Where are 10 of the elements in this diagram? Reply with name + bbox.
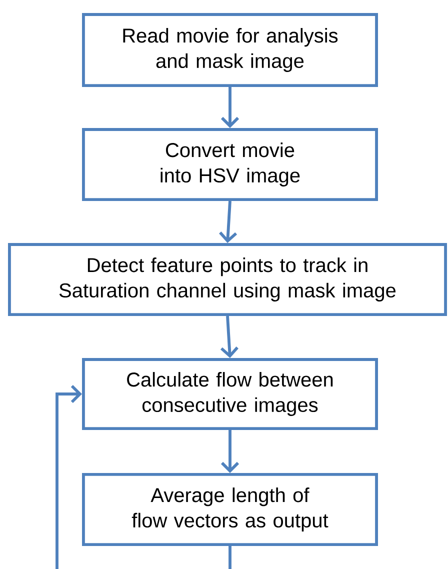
process-box: Calculate flow between consecutive images [82,358,378,430]
arrow [56,384,232,569]
arrow [220,87,240,128]
process-box: Average length of flow vectors as output [82,473,378,546]
arrow [219,200,238,243]
process-box: Read movie for analysis and mask image [82,13,378,87]
process-box: Detect feature points to track in Saturation channel using mask image [8,243,447,316]
process-box: Convert movie into HSV image [82,128,378,201]
arrow [220,430,240,473]
arrow [220,316,238,358]
